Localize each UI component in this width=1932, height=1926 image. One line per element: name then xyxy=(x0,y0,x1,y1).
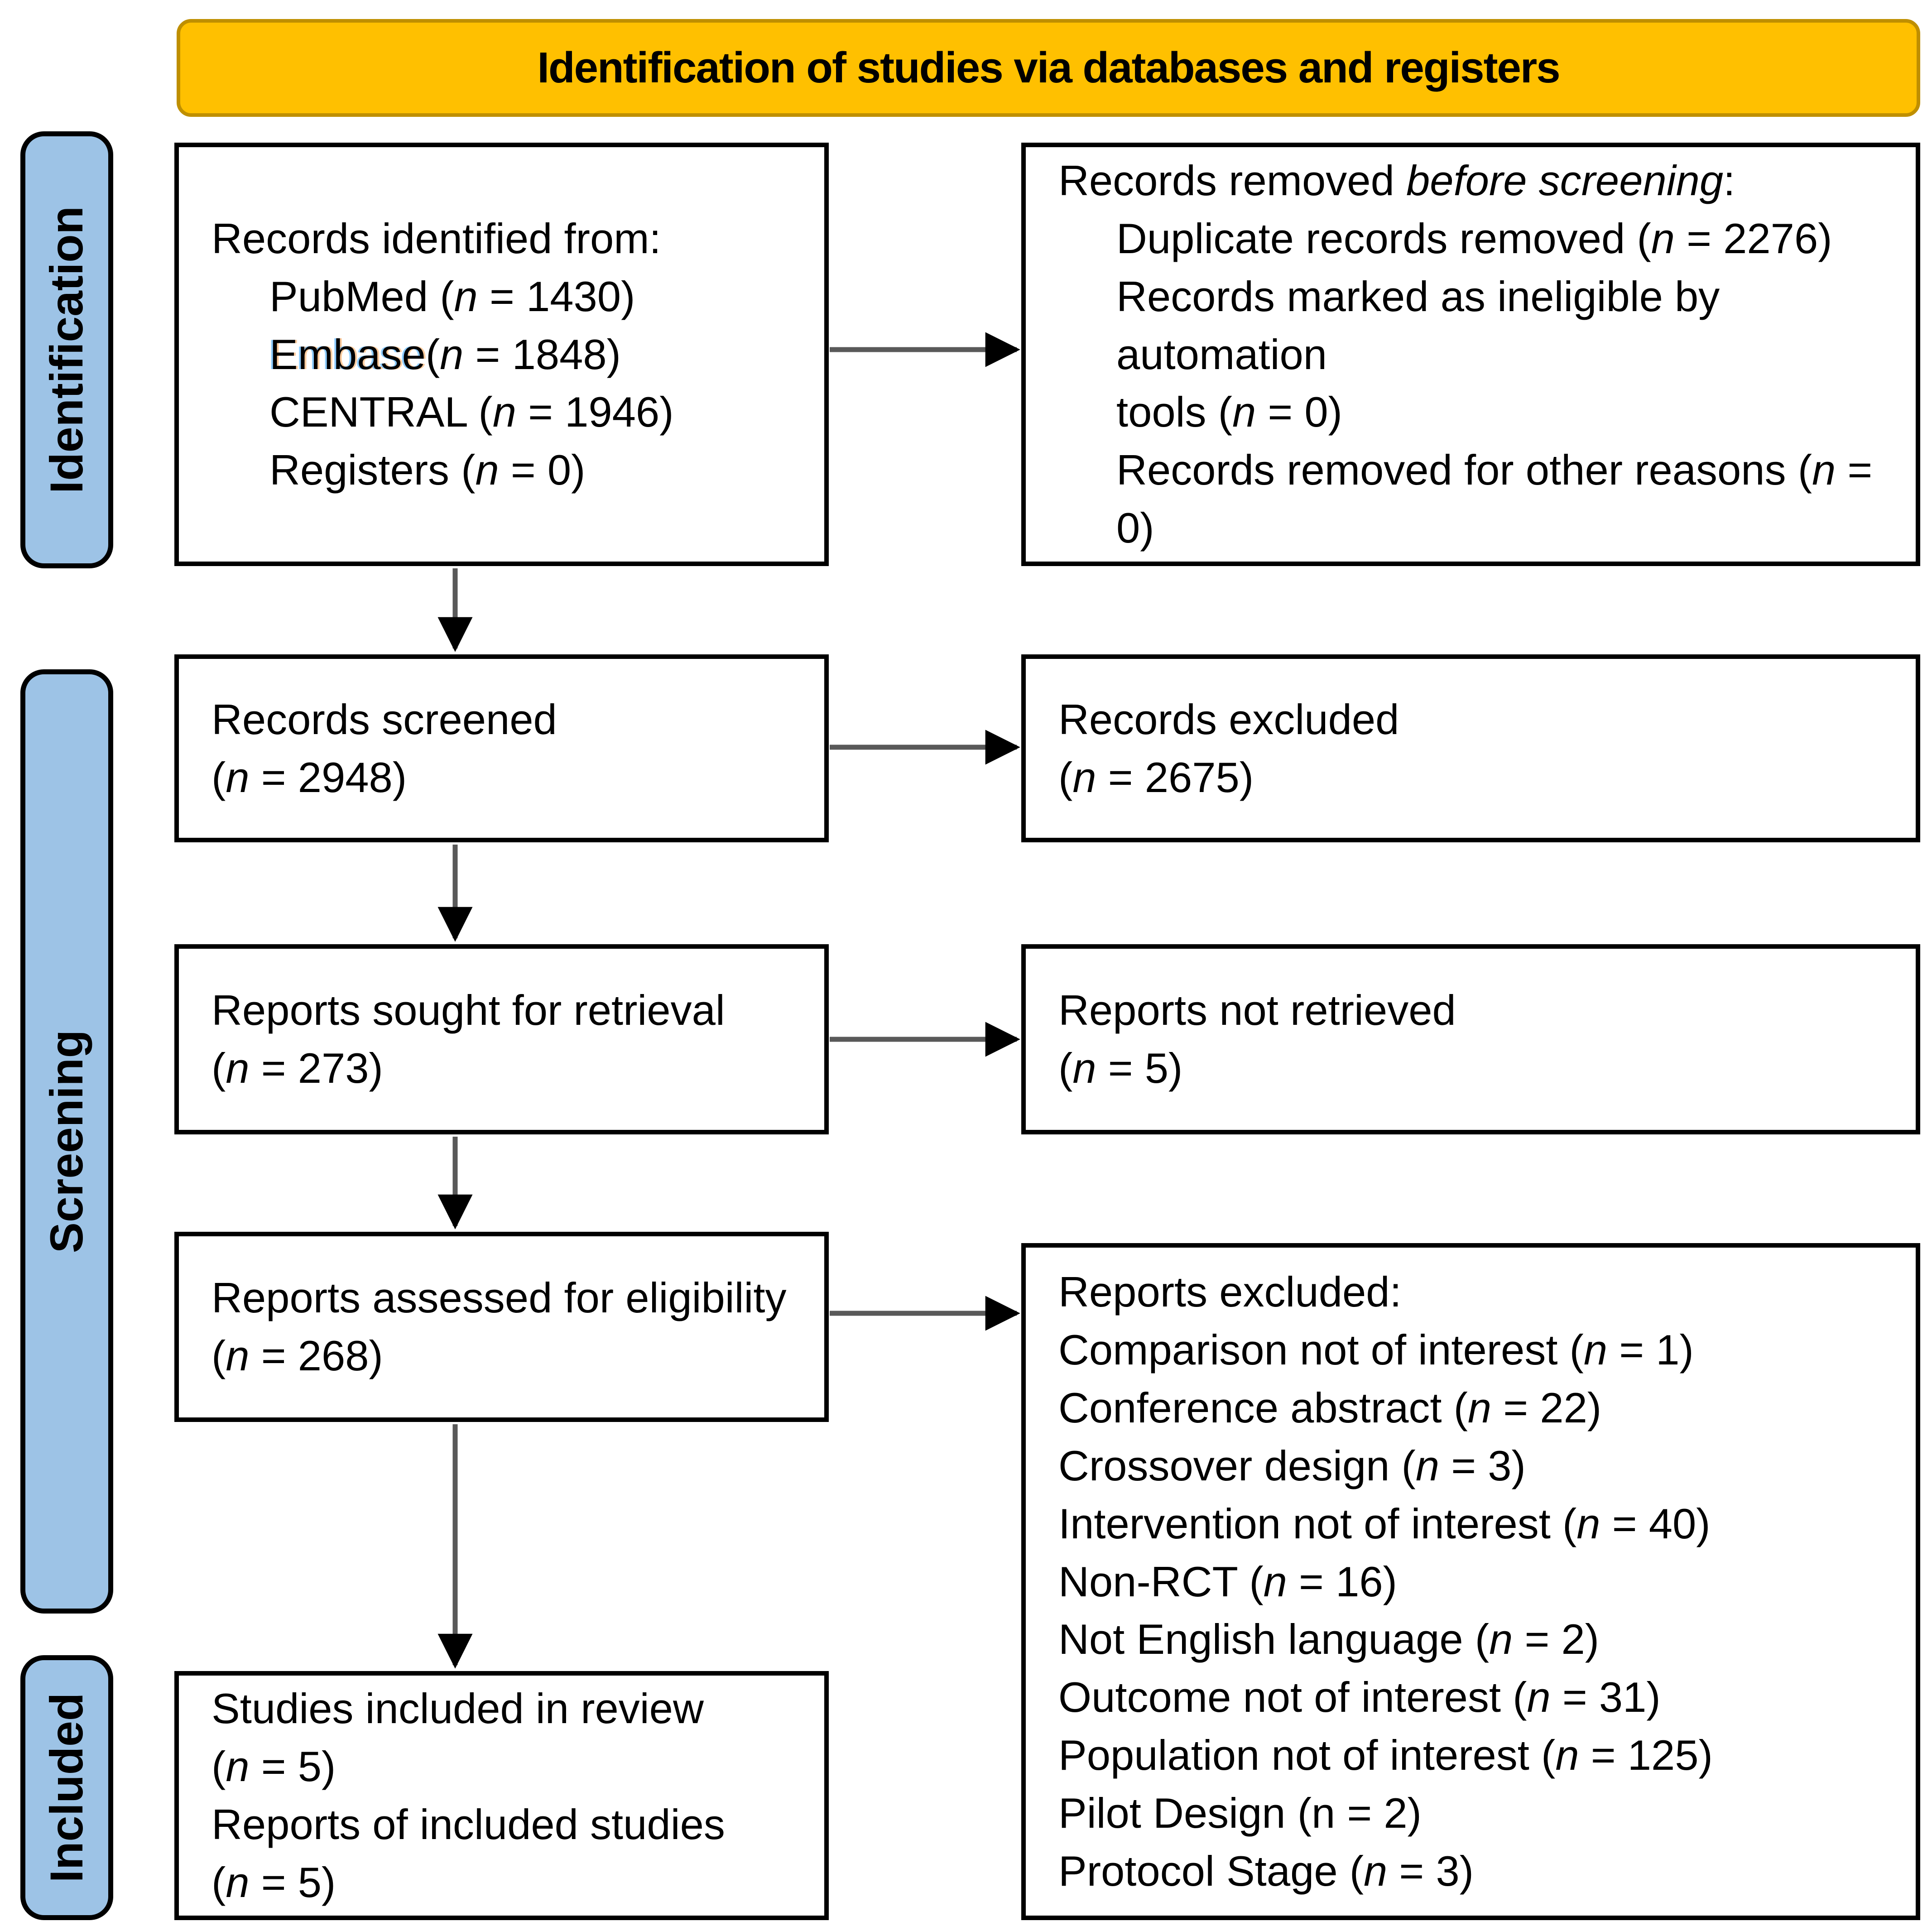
box-reports-sought-for-retrieval: Reports sought for retrieval (n = 273) xyxy=(174,944,829,1134)
box-text-line: Outcome not of interest (n = 31) xyxy=(1058,1673,1661,1721)
box-text-line: CENTRAL (n = 1946) xyxy=(269,388,674,436)
box-records-removed-before-screening: Records removed before screening: Duplica… xyxy=(1021,143,1920,566)
box-text-line: Not English language (n = 2) xyxy=(1058,1615,1600,1663)
stage-label-included-text: Included xyxy=(41,1692,93,1883)
box-text-line: Reports excluded: xyxy=(1058,1268,1402,1316)
box-text-line: Reports sought for retrieval xyxy=(211,986,725,1034)
box-text-line: (n = 273) xyxy=(211,1044,383,1092)
box-text-line: (n = 5) xyxy=(211,1743,336,1791)
box-text-line: (n = 268) xyxy=(211,1332,383,1379)
box-text-line: Records screened xyxy=(211,695,557,743)
box-text-line: Records marked as ineligible by automati… xyxy=(1116,272,1720,378)
box-reports-assessed-for-eligibility: Reports assessed for eligibility (n = 268… xyxy=(174,1232,829,1422)
box-text-line: Records removed for other reasons (n = 0… xyxy=(1116,446,1873,552)
box-records-screened: Records screened (n = 2948) xyxy=(174,654,829,842)
box-text-line: Studies included in review xyxy=(211,1685,704,1733)
stage-label-screening: Screening xyxy=(20,669,113,1614)
box-text-line: (n = 5) xyxy=(211,1858,336,1906)
box-studies-included-in-review: Studies included in review (n = 5) Reports… xyxy=(174,1671,829,1920)
box-text-line: PubMed (n = 1430) xyxy=(269,272,635,320)
title-banner: Identification of studies via databases … xyxy=(177,19,1920,117)
box-reports-excluded: Reports excluded: Comparison not of inter… xyxy=(1021,1243,1920,1920)
box-reports-not-retrieved: Reports not retrieved (n = 5) xyxy=(1021,944,1920,1134)
box-text-line: tools (n = 0) xyxy=(1116,388,1342,436)
box-text-line: Non-RCT (n = 16) xyxy=(1058,1557,1397,1605)
box-text-line: Records removed before screening: xyxy=(1058,157,1735,205)
box-text-line: (n = 2948) xyxy=(211,753,407,801)
stage-label-identification: Identification xyxy=(20,131,113,568)
box-text-line: Protocol Stage (n = 3) xyxy=(1058,1847,1474,1895)
stage-label-included: Included xyxy=(20,1655,113,1920)
box-text-line: Comparison not of interest (n = 1) xyxy=(1058,1326,1694,1374)
box-records-excluded: Records excluded (n = 2675) xyxy=(1021,654,1920,842)
box-text-line: Records excluded xyxy=(1058,695,1399,743)
box-text-line: Reports assessed for eligibility xyxy=(211,1274,787,1322)
box-records-identified: Records identified from: PubMed (n = 1430… xyxy=(174,143,829,566)
box-text-line: Registers (n = 0) xyxy=(269,446,586,494)
box-text-line: Duplicate records removed (n = 2276) xyxy=(1116,214,1832,262)
diagram-title: Identification of studies via databases … xyxy=(537,43,1560,92)
box-text-line: Reports of included studies xyxy=(211,1801,725,1848)
box-text-line: Records identified from: xyxy=(211,214,661,262)
box-text-line: Reports not retrieved xyxy=(1058,986,1456,1034)
box-text-line: Conference abstract (n = 22) xyxy=(1058,1384,1602,1432)
box-text-line: (n = 2675) xyxy=(1058,753,1254,801)
box-text-line: Crossover design (n = 3) xyxy=(1058,1441,1526,1489)
box-text-line: Embase(n = 1848) xyxy=(269,330,621,378)
box-text-line: Pilot Design (n = 2) xyxy=(1058,1789,1422,1837)
stage-label-identification-text: Identification xyxy=(41,206,93,494)
stage-label-screening-text: Screening xyxy=(41,1029,93,1254)
box-text-line: (n = 5) xyxy=(1058,1044,1183,1092)
box-text-line: Population not of interest (n = 125) xyxy=(1058,1731,1713,1779)
box-text-line: Intervention not of interest (n = 40) xyxy=(1058,1499,1711,1547)
